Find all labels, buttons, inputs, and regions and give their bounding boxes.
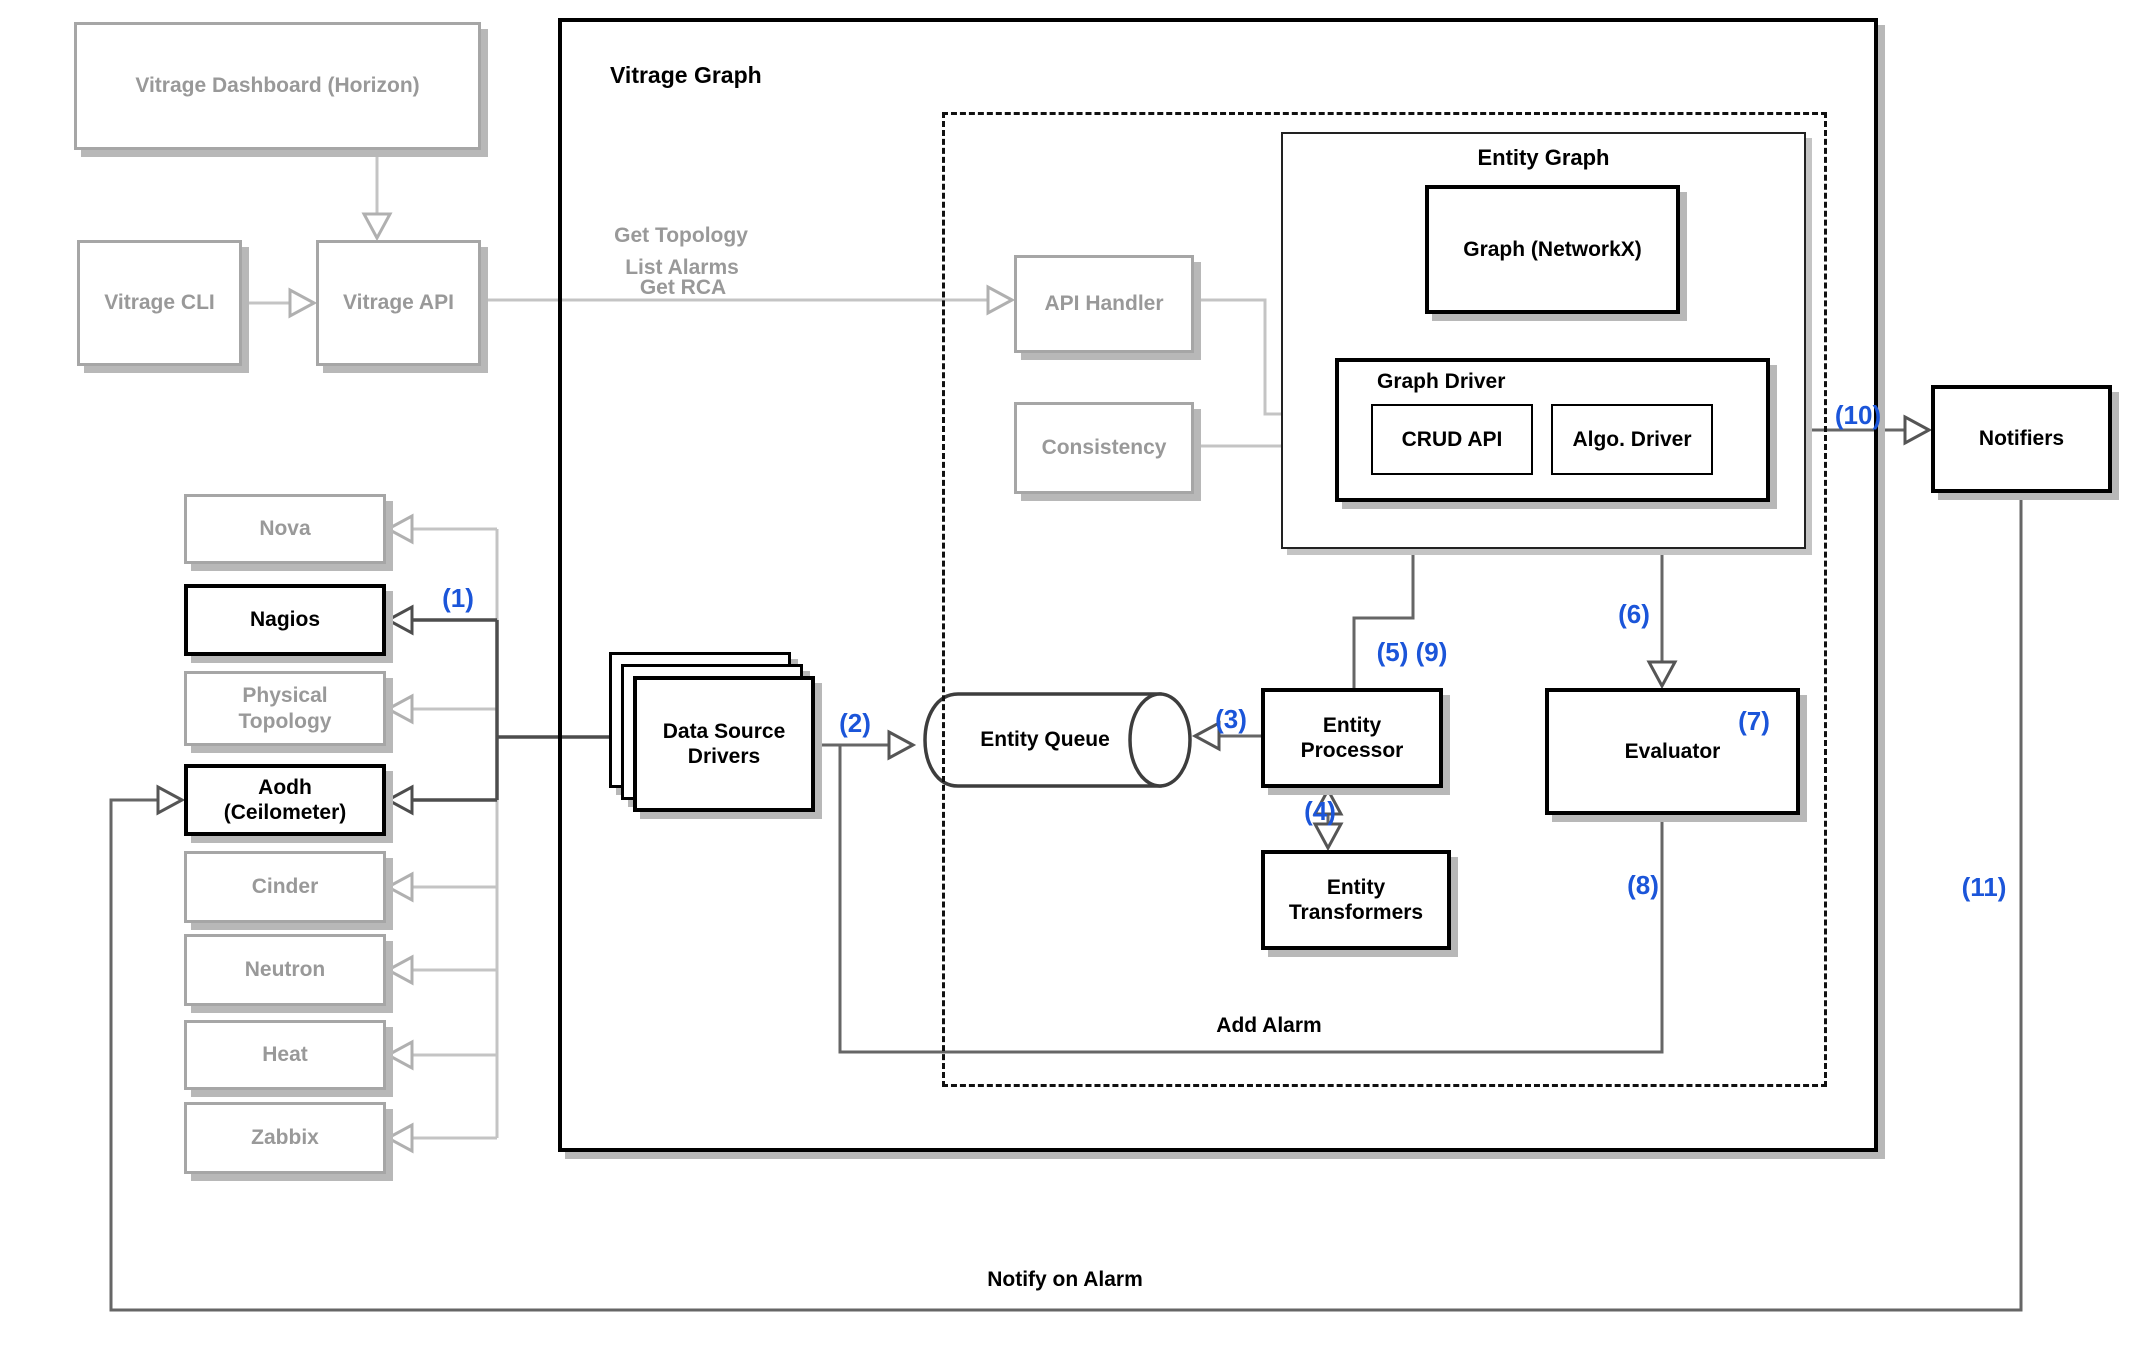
vitrage-dashboard-box: Vitrage Dashboard (Horizon)	[74, 22, 481, 150]
nova-box: Nova	[184, 494, 386, 564]
zabbix-box: Zabbix	[184, 1102, 386, 1174]
algo-driver-box: Algo. Driver	[1551, 404, 1713, 475]
consistency-box: Consistency	[1014, 402, 1194, 494]
algo-driver-label: Algo. Driver	[1572, 427, 1692, 451]
entity-queue-shape	[923, 692, 1192, 788]
neutron-label: Neutron	[244, 958, 326, 982]
vitrage-cli-label: Vitrage CLI	[104, 291, 215, 315]
arrowhead-down-into-api	[361, 212, 393, 242]
physical-topology-box: Physical Topology	[184, 671, 386, 746]
arrowhead-into-cinder	[384, 871, 414, 903]
edge-processor-to-graph-driver	[1352, 528, 1415, 688]
arrowhead-transformers-into-processor	[1312, 786, 1344, 816]
entity-transformers-label: Entity Transformers	[1288, 875, 1424, 924]
crud-api-label: CRUD API	[1401, 427, 1503, 451]
cinder-label: Cinder	[251, 875, 319, 899]
edge-evaluator-add-alarm	[838, 745, 1664, 1054]
arrowhead-into-api-handler	[986, 284, 1016, 316]
vitrage-dashboard-label: Vitrage Dashboard (Horizon)	[135, 74, 420, 98]
arrowhead-into-physical-topology	[384, 693, 414, 725]
entity-graph-title: Entity Graph	[1477, 145, 1610, 170]
entity-queue-label: Entity Queue	[980, 728, 1110, 751]
crud-api-box: CRUD API	[1371, 404, 1533, 475]
data-source-drivers-label: Data Source Drivers	[662, 719, 786, 768]
arrowhead-into-heat	[384, 1039, 414, 1071]
nagios-box: Nagios	[184, 584, 386, 656]
aodh-box: Aodh (Ceilometer)	[184, 764, 386, 836]
neutron-box: Neutron	[184, 934, 386, 1006]
graph-driver-label: Graph Driver	[1377, 370, 1506, 393]
physical-topology-label: Physical Topology	[238, 684, 332, 733]
arrowhead-into-notifiers	[1903, 414, 1933, 446]
heat-label: Heat	[262, 1043, 308, 1067]
heat-box: Heat	[184, 1020, 386, 1090]
arrowhead-notify-into-aodh-left	[156, 784, 186, 816]
notifiers-box: Notifiers	[1931, 385, 2112, 493]
nagios-label: Nagios	[249, 608, 320, 632]
zabbix-label: Zabbix	[251, 1126, 319, 1150]
arrowhead-into-neutron	[384, 954, 414, 986]
arrowhead-into-entity-queue-left	[887, 729, 917, 761]
entity-transformers-box: Entity Transformers	[1261, 850, 1451, 950]
entity-queue-cap	[1128, 692, 1192, 788]
dark-connectors	[412, 618, 633, 802]
arrowhead-into-zabbix	[384, 1122, 414, 1154]
arrowhead-into-nova	[384, 513, 414, 545]
processing-dashed-container	[942, 112, 1827, 1087]
arrowhead-graphdriver-into-evaluator	[1646, 660, 1678, 690]
entity-queue-body	[923, 692, 1162, 788]
vitrage-cli-box: Vitrage CLI	[77, 240, 242, 366]
nova-label: Nova	[259, 517, 311, 541]
cinder-box: Cinder	[184, 851, 386, 923]
api-handler-label: API Handler	[1044, 292, 1164, 316]
vitrage-graph-container	[558, 18, 1878, 1152]
vitrage-graph-title: Vitrage Graph	[610, 62, 762, 88]
aodh-label: Aodh (Ceilometer)	[223, 775, 347, 824]
vitrage-api-label: Vitrage API	[343, 291, 454, 315]
arrowhead-into-nagios	[384, 604, 414, 636]
data-source-drivers-box: Data Source Drivers	[633, 676, 815, 812]
dark-arrowheads	[384, 604, 414, 816]
api-handler-box: API Handler	[1014, 255, 1194, 353]
evaluator-box: Evaluator	[1545, 688, 1800, 815]
vitrage-api-box: Vitrage API	[316, 240, 481, 366]
notifiers-label: Notifiers	[1978, 427, 2065, 451]
arrowhead-into-aodh-right	[384, 784, 414, 816]
arrowhead-processor-into-transformers	[1312, 822, 1344, 852]
entity-processor-box: Entity Processor	[1261, 688, 1443, 788]
graph-networkx-label: Graph (NetworkX)	[1463, 237, 1642, 261]
arrowhead-into-api-left	[288, 287, 318, 319]
edge-notifiers-notify-on-alarm	[109, 493, 2023, 1312]
flow-connectors	[109, 340, 2023, 1312]
arrowhead-into-entity-queue-right	[1191, 720, 1221, 752]
graph-networkx-box: Graph (NetworkX)	[1425, 185, 1680, 314]
entity-processor-label: Entity Processor	[1300, 713, 1404, 762]
evaluator-label: Evaluator	[1624, 739, 1721, 763]
consistency-label: Consistency	[1041, 436, 1167, 460]
